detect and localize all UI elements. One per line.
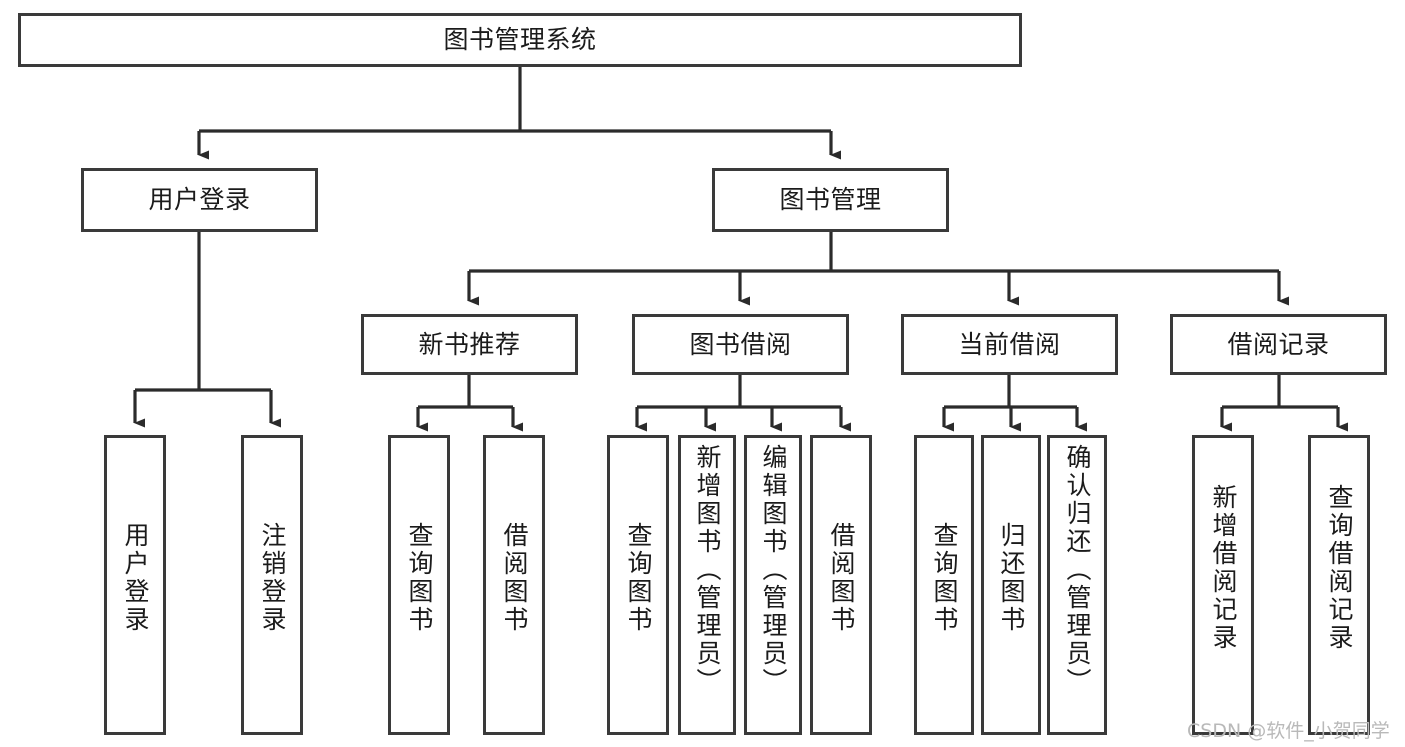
- leaf-query-book-recommend[interactable]: 查询图书: [388, 435, 450, 735]
- node-label: 用户登录: [148, 185, 251, 215]
- node-label: 查询借阅记录: [1325, 484, 1354, 652]
- node-label: 归还图书: [997, 522, 1026, 634]
- node-label: 新增图书（管理员）: [693, 444, 722, 696]
- node-current-borrow[interactable]: 当前借阅: [901, 314, 1118, 375]
- leaf-user-login[interactable]: 用户登录: [104, 435, 166, 735]
- node-book-borrow[interactable]: 图书借阅: [632, 314, 849, 375]
- node-label: 新书推荐: [418, 329, 521, 359]
- leaf-query-book-borrow[interactable]: 查询图书: [607, 435, 669, 735]
- leaf-query-book-current[interactable]: 查询图书: [914, 435, 974, 735]
- node-label: 确认归还（管理员）: [1063, 444, 1092, 696]
- node-label: 查询图书: [930, 522, 959, 634]
- node-label: 借阅图书: [827, 522, 856, 634]
- leaf-add-book-admin[interactable]: 新增图书（管理员）: [678, 435, 736, 735]
- node-label: 图书管理系统: [443, 25, 597, 55]
- node-book-manage[interactable]: 图书管理: [712, 168, 949, 232]
- node-borrow-record[interactable]: 借阅记录: [1170, 314, 1387, 375]
- node-label: 借阅记录: [1227, 329, 1330, 359]
- leaf-edit-book-admin[interactable]: 编辑图书（管理员）: [744, 435, 802, 735]
- node-label: 查询图书: [405, 522, 434, 634]
- csdn-watermark: CSDN @软件_小贺同学: [1187, 720, 1390, 742]
- node-label: 图书借阅: [689, 329, 792, 359]
- node-root-system[interactable]: 图书管理系统: [18, 13, 1022, 67]
- leaf-borrow-book[interactable]: 借阅图书: [810, 435, 872, 735]
- leaf-logout-login[interactable]: 注销登录: [241, 435, 303, 735]
- leaf-borrow-book-recommend[interactable]: 借阅图书: [483, 435, 545, 735]
- leaf-confirm-return-admin[interactable]: 确认归还（管理员）: [1047, 435, 1107, 735]
- leaf-return-book[interactable]: 归还图书: [981, 435, 1041, 735]
- node-label: 用户登录: [121, 522, 150, 634]
- node-label: 新增借阅记录: [1209, 484, 1238, 652]
- node-label: 当前借阅: [958, 329, 1061, 359]
- node-label: 借阅图书: [500, 522, 529, 634]
- leaf-query-borrow-record[interactable]: 查询借阅记录: [1308, 435, 1370, 735]
- node-label: 注销登录: [258, 522, 287, 634]
- leaf-add-borrow-record[interactable]: 新增借阅记录: [1192, 435, 1254, 735]
- node-user-login[interactable]: 用户登录: [81, 168, 318, 232]
- node-label: 编辑图书（管理员）: [759, 444, 788, 696]
- node-label: 图书管理: [779, 185, 882, 215]
- node-label: 查询图书: [624, 522, 653, 634]
- node-new-book-recommend[interactable]: 新书推荐: [361, 314, 578, 375]
